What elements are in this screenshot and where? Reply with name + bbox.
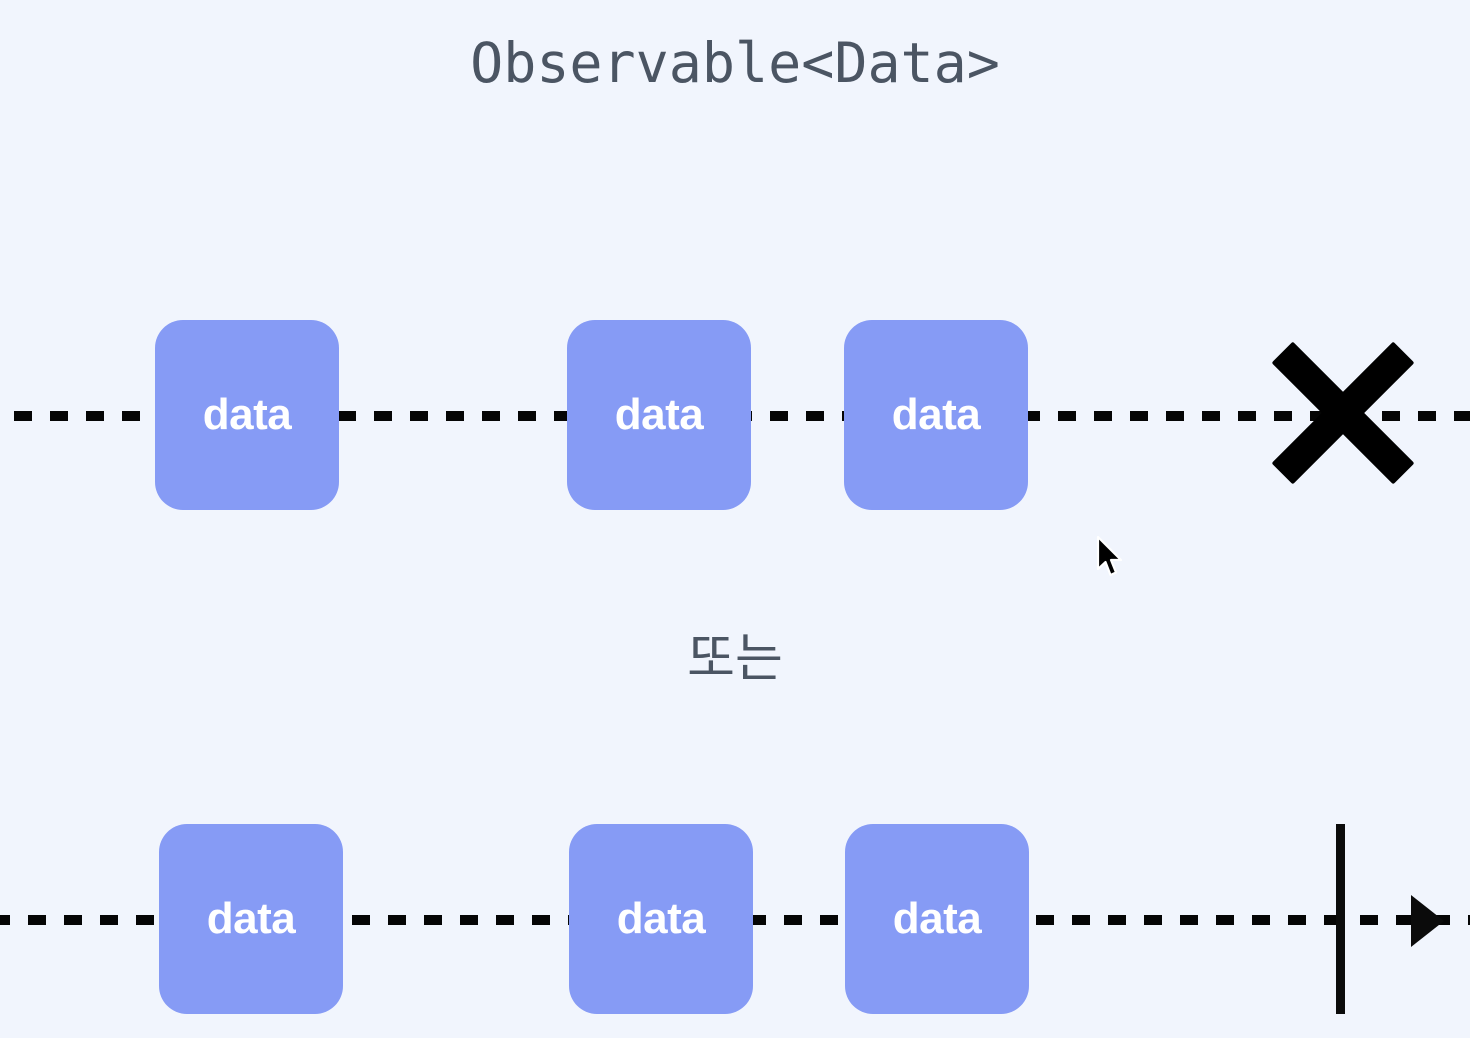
marble-data-box[interactable]: data (845, 824, 1029, 1014)
separator-label: 또는 (687, 629, 783, 689)
mouse-pointer-icon (1096, 535, 1126, 580)
marble-row-complete-stream: data data data (0, 824, 1470, 1016)
marble-label: data (202, 390, 292, 439)
marble-label: data (891, 390, 981, 439)
marble-label: data (616, 894, 706, 943)
marble-data-box[interactable]: data (155, 320, 339, 510)
marble-row-error-stream: data data data (0, 320, 1470, 512)
page-title: Observable<Data> (470, 31, 1000, 95)
marble-data-box[interactable]: data (569, 824, 753, 1014)
marble-label: data (614, 390, 704, 439)
marble-data-box[interactable]: data (567, 320, 751, 510)
marble-data-box[interactable]: data (159, 824, 343, 1014)
complete-bar-icon (1336, 824, 1345, 1014)
marble-data-box[interactable]: data (844, 320, 1028, 510)
arrow-right-icon (1411, 895, 1444, 947)
marble-label: data (206, 894, 296, 943)
marble-label: data (892, 894, 982, 943)
error-x-icon (1271, 341, 1415, 485)
